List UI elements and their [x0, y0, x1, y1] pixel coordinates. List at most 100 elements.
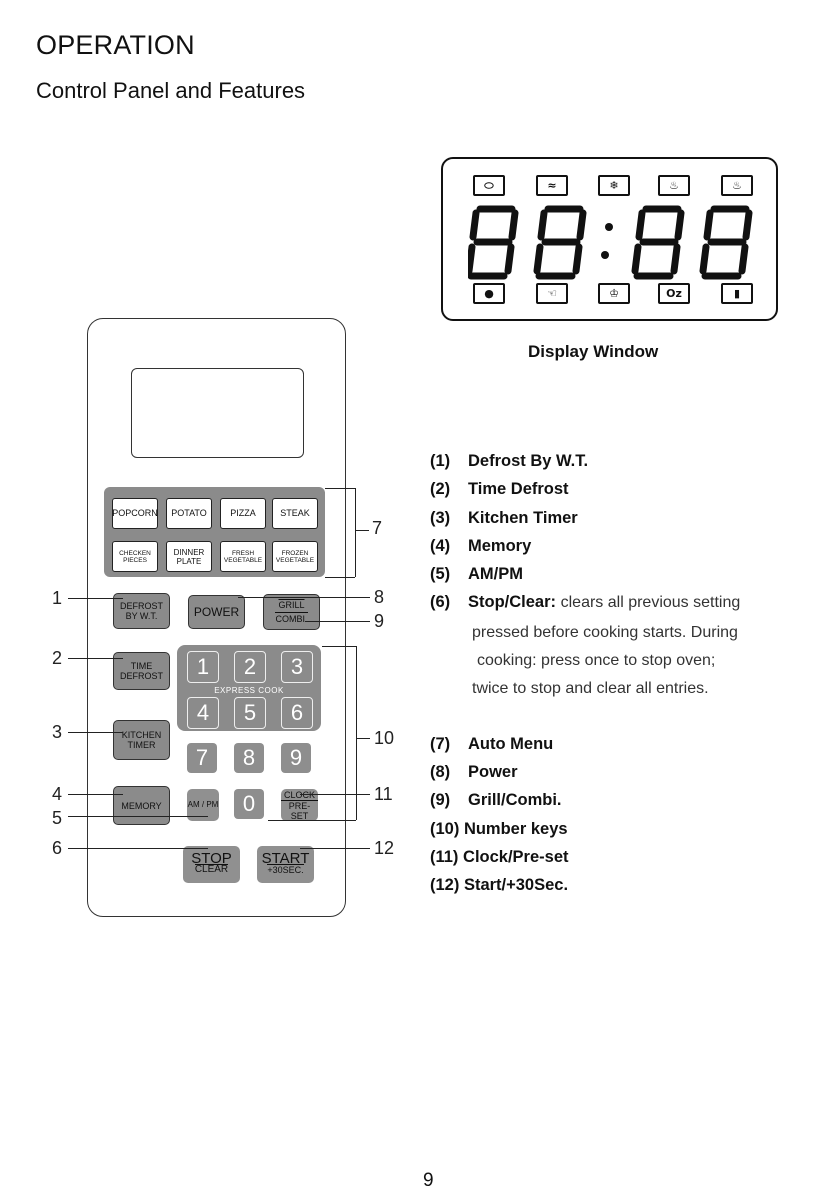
callout-2: 2 — [52, 648, 63, 668]
callout-line-12 — [300, 848, 370, 849]
callout-line-11 — [300, 794, 370, 795]
fresh-vegetable-button[interactable]: FRESH VEGETABLE — [220, 541, 266, 572]
chicken-pieces-button[interactable]: CHECKEN PIECES — [112, 541, 158, 572]
pizza-button[interactable]: PIZZA — [220, 498, 266, 529]
display-window: ⬭ ≈ ❄ ♨ ♨ ● ☜ ♔ Oz ▮ — [441, 157, 778, 321]
legend-item-10: (10) Number keys — [430, 819, 568, 838]
bracket-7-top — [325, 488, 355, 489]
page-subtitle: Control Panel and Features — [36, 78, 306, 103]
panel-screen — [131, 368, 304, 458]
hand-icon: ☜ — [536, 283, 568, 304]
callout-line-8 — [238, 597, 370, 598]
power-button[interactable]: POWER — [188, 595, 245, 629]
number-key-3[interactable]: 3 — [281, 651, 313, 683]
legend-item-7: (7)Auto Menu — [430, 734, 554, 753]
defrost-by-weight-button[interactable]: DEFROST BY W.T. — [113, 593, 170, 629]
stop-clear-button[interactable]: STOP CLEAR — [183, 846, 240, 883]
legend-item-9: (9)Grill/Combi. — [430, 791, 562, 810]
bracket-7-bottom — [325, 577, 355, 578]
legend-6-desc-line-3: cooking: press once to stop oven; — [477, 652, 716, 669]
defrost-icon: ⬭ — [473, 175, 505, 196]
callout-7: 7 — [372, 518, 383, 538]
record-icon: ● — [473, 283, 505, 304]
legend-item-5: (5)AM/PM — [430, 565, 523, 584]
chef-icon: ♔ — [598, 283, 630, 304]
callout-12: 12 — [374, 838, 395, 858]
bracket-10-top — [322, 646, 356, 647]
clock-label: CLOCK — [284, 790, 315, 800]
callout-line-4 — [68, 794, 123, 795]
feature-legend: (1)Defrost By W.T. (2)Time Defrost (3)Ki… — [430, 452, 740, 905]
seven-segment-digits — [468, 205, 753, 280]
combi-label: COMBI. — [275, 612, 308, 624]
callout-4: 4 — [52, 784, 63, 804]
callout-line-9 — [305, 621, 370, 622]
callout-3: 3 — [52, 722, 63, 742]
legend-item-11: (11) Clock/Pre-set — [430, 847, 569, 866]
grill-combi-button[interactable]: GRILL COMBI. — [263, 594, 320, 630]
steak-button[interactable]: STEAK — [272, 498, 318, 529]
legend-item-6: (6)Stop/Clear: clears all previous setti… — [430, 593, 741, 612]
page-number: 9 — [423, 1170, 434, 1191]
number-key-2[interactable]: 2 — [234, 651, 266, 683]
callout-6: 6 — [52, 838, 63, 858]
cooking-icon: ♨ — [721, 175, 753, 196]
express-cook-label: EXPRESS COOK — [214, 686, 284, 695]
bracket-7-side — [355, 488, 356, 577]
callout-9: 9 — [374, 611, 385, 631]
callout-line-10 — [356, 738, 370, 739]
callout-11: 11 — [374, 784, 393, 804]
legend-6-desc-line-2: pressed before cooking starts. During — [472, 624, 738, 641]
callout-line-1 — [68, 598, 123, 599]
frozen-icon: ❄ — [598, 175, 630, 196]
am-pm-button[interactable]: AM / PM — [187, 789, 219, 821]
oz-icon: Oz — [658, 283, 690, 304]
callout-8: 8 — [374, 587, 385, 607]
number-key-0[interactable]: 0 — [234, 789, 264, 819]
clock-preset-button[interactable]: CLOCK PRE-SET — [281, 789, 318, 821]
callout-line-6 — [68, 848, 208, 849]
number-key-4[interactable]: 4 — [187, 697, 219, 729]
start-button[interactable]: START +30SEC. — [257, 846, 314, 883]
clear-label: CLEAR — [194, 864, 229, 875]
callout-line-5 — [68, 816, 208, 817]
legend-item-3: (3)Kitchen Timer — [430, 508, 578, 527]
legend-item-12: (12) Start/+30Sec. — [430, 876, 569, 895]
legend-6-desc-line-1: clears all previous setting — [560, 594, 741, 612]
number-key-7[interactable]: 7 — [187, 743, 217, 773]
callout-5: 5 — [52, 808, 63, 828]
callout-10: 10 — [374, 728, 395, 748]
legend-item-4: (4)Memory — [430, 536, 532, 555]
popcorn-button[interactable]: POPCORN — [112, 498, 158, 529]
callout-line-7 — [355, 530, 369, 531]
grill-icon: ≈ — [536, 175, 568, 196]
stop-label: STOP — [191, 850, 232, 867]
start-label: START — [261, 850, 310, 867]
callout-line-3 — [68, 732, 123, 733]
steam-icon: ♨ — [658, 175, 690, 196]
display-window-label: Display Window — [528, 342, 659, 361]
number-key-5[interactable]: 5 — [234, 697, 266, 729]
plus30-label: +30SEC. — [267, 864, 304, 875]
legend-item-1: (1)Defrost By W.T. — [430, 452, 589, 470]
cup-icon: ▮ — [721, 283, 753, 304]
dinner-plate-button[interactable]: DINNER PLATE — [166, 541, 212, 572]
page-title: OPERATION — [36, 30, 195, 60]
bracket-10-side — [356, 646, 357, 820]
legend-6-desc-line-4: twice to stop and clear all entries. — [472, 680, 709, 697]
number-key-6[interactable]: 6 — [281, 697, 313, 729]
legend-item-2: (2)Time Defrost — [430, 480, 569, 499]
bracket-10-bottom — [268, 820, 356, 821]
number-key-9[interactable]: 9 — [281, 743, 311, 773]
number-key-1[interactable]: 1 — [187, 651, 219, 683]
kitchen-timer-button[interactable]: KITCHEN TIMER — [113, 720, 170, 760]
number-key-8[interactable]: 8 — [234, 743, 264, 773]
preset-label: PRE-SET — [281, 799, 318, 821]
grill-label: GRILL — [278, 600, 305, 610]
potato-button[interactable]: POTATO — [166, 498, 212, 529]
frozen-vegetable-button[interactable]: FROZEN VEGETABLE — [272, 541, 318, 572]
memory-button[interactable]: MEMORY — [113, 786, 170, 825]
callout-1: 1 — [52, 588, 63, 608]
callout-line-2 — [68, 658, 123, 659]
legend-item-8: (8)Power — [430, 763, 518, 782]
